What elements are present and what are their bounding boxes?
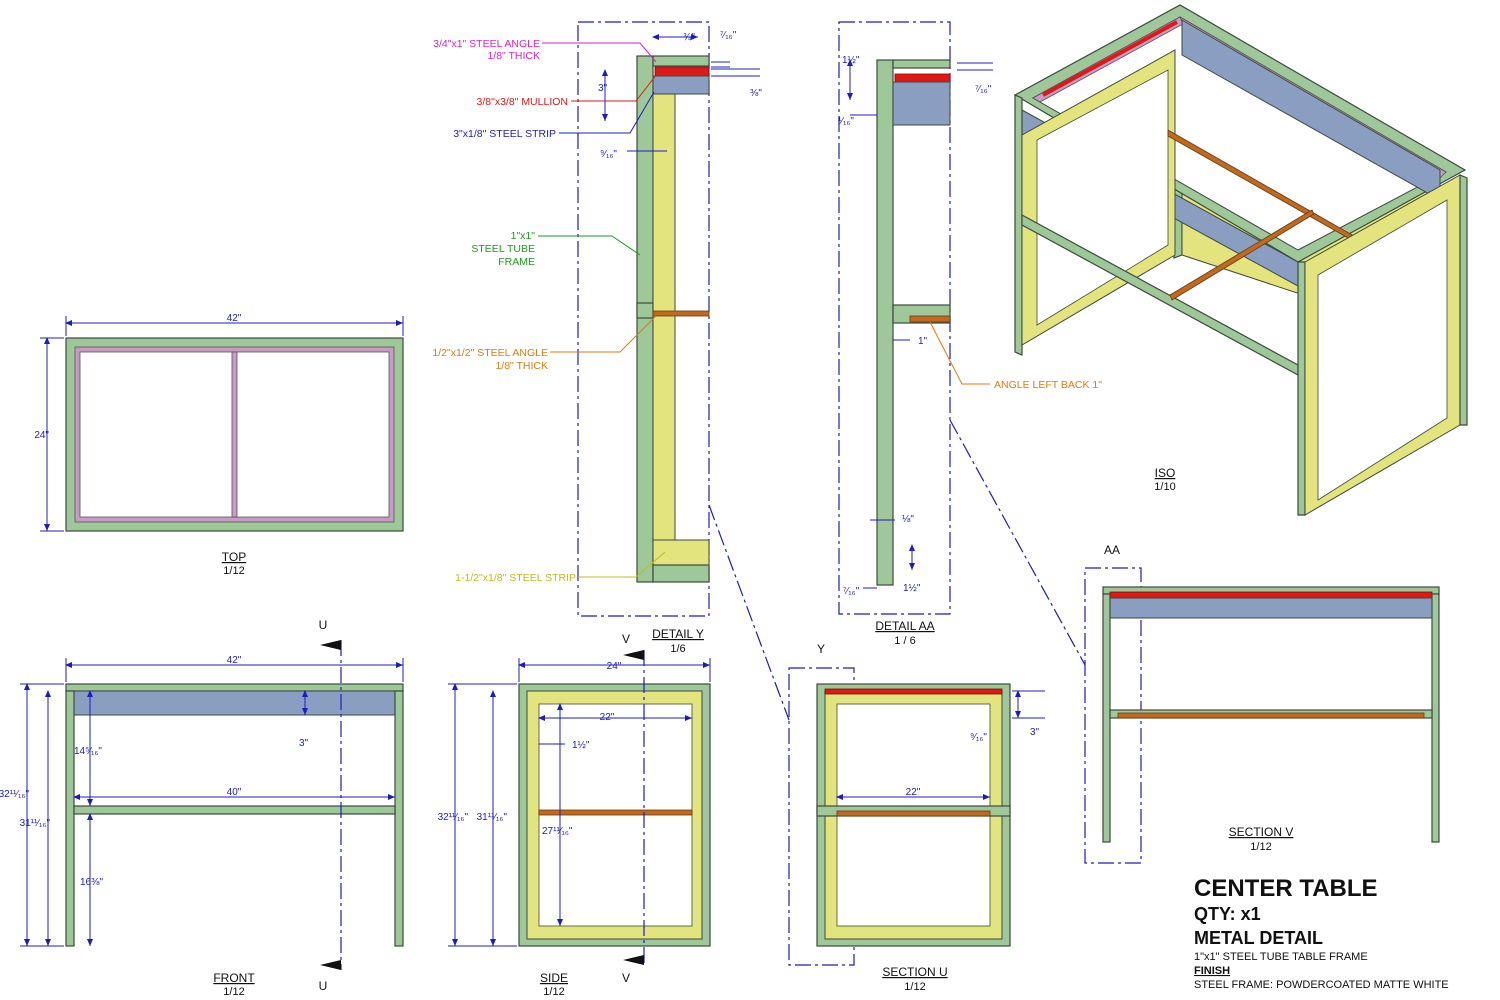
cut-v-top: V: [622, 632, 630, 646]
top-view: 42" 24" TOP 1/12: [34, 313, 404, 577]
front-stretcher: [73, 805, 396, 815]
detail-y-dim-716: ⁷⁄₁₆": [720, 30, 737, 41]
section-u-scale: 1/12: [904, 981, 925, 993]
finish-value: STEEL FRAME: POWDERCOATED MATTE WHITE: [1194, 979, 1449, 991]
front-dim-h2: 31¹¹⁄₁₆": [20, 818, 51, 829]
ann-angle-12-line1: 1/2"x1/2" STEEL ANGLE: [432, 347, 548, 359]
subtitle: METAL DETAIL: [1194, 928, 1323, 948]
ann-angle-34-line2: 1/8" THICK: [487, 50, 540, 62]
detail-y-dim-38: ⅜": [750, 88, 762, 99]
ann-mullion: 3/8"x3/8" MULLION: [477, 96, 569, 108]
top-view-scale: 1/12: [223, 565, 244, 577]
front-view-scale: 1/12: [223, 986, 244, 998]
top-dim-width: 42": [227, 313, 242, 324]
side-dim-mid: 27¹¹⁄₁₆": [542, 826, 573, 837]
iso-label: ISO: [1155, 466, 1176, 480]
detail-aa-dim-18: ⅛": [902, 514, 914, 525]
cut-v-bottom: V: [622, 971, 630, 985]
ann-angle-12-line2: 1/8" THICK: [495, 360, 548, 372]
ann-tube-line1: 1"x1": [511, 230, 536, 242]
section-u: Y 22" ⁹⁄₁₆" 3" SECTION U 1/12: [788, 642, 1045, 993]
ann-angle-back: ANGLE LEFT BACK 1": [994, 379, 1102, 391]
side-dim-inner: 22": [600, 712, 615, 723]
section-v-label: SECTION V: [1229, 825, 1294, 839]
ann-strip-3: 3"x1/8" STEEL STRIP: [453, 128, 556, 140]
detail-y-mullion: [654, 66, 710, 77]
detail-aa-dim-116: ¹⁄₁₆": [838, 116, 854, 127]
title-block: CENTER TABLE QTY: x1 METAL DETAIL 1"x1" …: [1194, 875, 1449, 991]
detail-aa-dim-112b: 1½": [903, 583, 921, 594]
detail-y-label: DETAIL Y: [652, 627, 704, 641]
side-dim-offset: 1½": [572, 740, 590, 751]
detail-y-annotations: 3/4"x1" STEEL ANGLE 1/8" THICK 3/8"x3/8"…: [432, 38, 666, 584]
front-dim-lower: 16⅜": [80, 877, 103, 888]
section-v-scale: 1/12: [1250, 841, 1271, 853]
front-dim-inner: 40": [227, 787, 242, 798]
detail-aa-leader: [949, 419, 1086, 666]
section-v-detail-ref: AA: [1104, 543, 1120, 557]
ann-strip-112: 1-1/2"x1/8" STEEL STRIP: [455, 572, 576, 584]
section-u-detail-ref: Y: [817, 642, 825, 656]
ann-tube-line2: STEEL TUBE: [471, 243, 535, 255]
top-mullion: [231, 351, 238, 518]
side-view-scale: 1/12: [543, 986, 564, 998]
detail-aa-dim-716b: ⁷⁄₁₆": [843, 586, 860, 597]
detail-aa-dim-1: 1": [918, 336, 928, 347]
section-u-dim-3: 3": [1030, 727, 1040, 738]
section-u-dim-916: ⁹⁄₁₆": [970, 732, 987, 743]
side-view: 24" 22" 1½" 32¹¹⁄₁₆" 31¹¹⁄₁₆" 27¹¹⁄₁₆" V…: [438, 632, 711, 998]
ann-tube-line3: FRAME: [498, 256, 535, 268]
top-view-label: TOP: [222, 550, 246, 564]
front-dim-apron: 3": [299, 738, 309, 749]
detail-y-leader: [708, 504, 790, 721]
detail-aa-dim-112: 1½": [842, 55, 860, 66]
section-u-dim-inner: 22": [906, 787, 921, 798]
detail-y-angle: [652, 310, 710, 317]
front-view: 42" 40" 32¹¹⁄₁₆" 31¹¹⁄₁₆" 14⁵⁄₁₆" 16⅜" 3…: [0, 618, 404, 998]
cut-u-top: U: [319, 618, 328, 632]
detail-aa: 1½" ⁷⁄₁₆" ¹⁄₁₆" 1" ⅛" ⁷⁄₁₆" 1½" DETAIL A…: [838, 21, 1102, 647]
qty: QTY: x1: [1194, 904, 1261, 924]
section-u-label: SECTION U: [882, 965, 947, 979]
section-v: AA SECTION V 1/12: [1084, 543, 1440, 864]
detail-y-border: [577, 21, 710, 617]
description: 1"x1" STEEL TUBE TABLE FRAME: [1194, 951, 1368, 963]
detail-aa-label: DETAIL AA: [875, 619, 934, 633]
detail-y-dim-34: ¾": [683, 32, 695, 43]
side-dim-total-h: 32¹¹⁄₁₆": [438, 812, 469, 823]
side-dim-width: 24": [607, 661, 622, 672]
detail-y: ¾" ⁷⁄₁₆" ⅜" 3" ⁹⁄₁₆" DETAIL Y 1/6: [577, 21, 762, 655]
ann-angle-34-line1: 3/4"x1" STEEL ANGLE: [433, 38, 540, 50]
detail-y-dim-3: 3": [598, 83, 608, 94]
front-dim-upper: 14⁵⁄₁₆": [74, 746, 102, 757]
cut-u-bottom: U: [319, 979, 328, 993]
finish-label: FINISH: [1194, 965, 1230, 977]
front-view-label: FRONT: [213, 971, 255, 985]
detail-aa-dim-716: ⁷⁄₁₆": [975, 84, 992, 95]
front-apron: [73, 690, 396, 716]
side-dim-h2: 31¹¹⁄₁₆": [477, 812, 508, 823]
front-dim-total-h: 32¹¹⁄₁₆": [0, 789, 29, 800]
detail-y-scale: 1/6: [670, 643, 685, 655]
top-dim-height: 24": [34, 430, 49, 441]
side-angle: [538, 809, 693, 816]
front-dim-width: 42": [227, 655, 242, 666]
iso-scale: 1/10: [1154, 481, 1175, 493]
detail-y-dim-916: ⁹⁄₁₆": [600, 149, 617, 160]
detail-aa-scale: 1 / 6: [894, 635, 915, 647]
side-view-label: SIDE: [540, 971, 568, 985]
title: CENTER TABLE: [1194, 875, 1378, 902]
iso-view: ISO 1/10: [1013, 4, 1468, 516]
